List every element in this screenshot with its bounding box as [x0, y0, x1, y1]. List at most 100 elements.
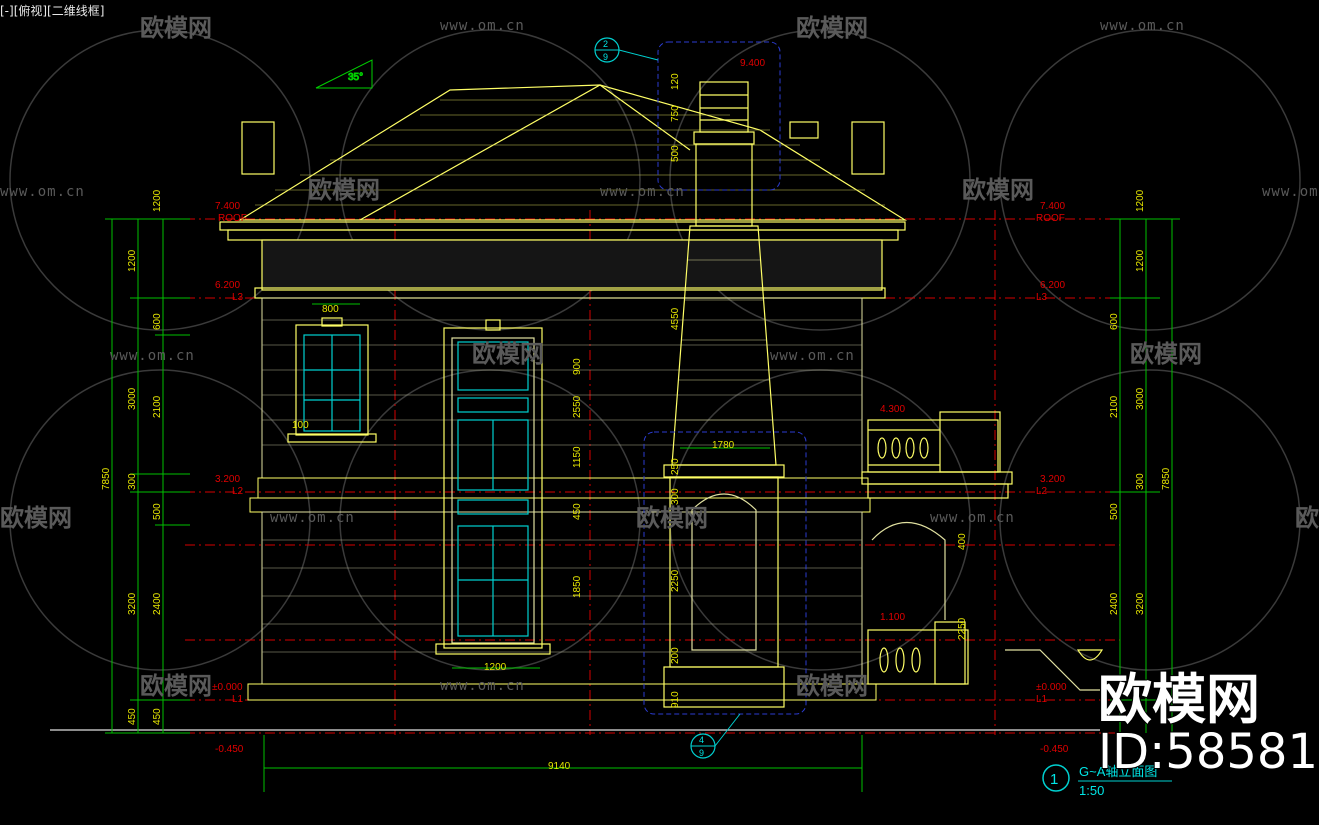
watermark-brand: 欧模网: [1130, 340, 1202, 368]
detail-boxes: [643, 41, 807, 715]
level-value: 7.400: [215, 201, 240, 212]
dim-text: 100: [292, 420, 309, 431]
level-markers-left: 7.400 ROOF 6.200 L3 3.200 L2 ±0.000 L1 -…: [212, 201, 247, 755]
dim-text: 1200: [152, 189, 163, 212]
level-value: ±0.000: [212, 682, 243, 693]
title-number: 1: [1050, 771, 1058, 788]
dim-text: 2100: [1109, 395, 1120, 418]
dim-text: 2250: [957, 617, 968, 640]
cornice: [219, 221, 906, 299]
element-dimension-texts: 800 1200 1780 9140 4550 900 2550 1150 45…: [292, 73, 968, 772]
dim-text: 1850: [572, 575, 583, 598]
brand-overlay: 欧模网 ID:585812: [1097, 667, 1319, 781]
dim-text: 2250: [670, 569, 681, 592]
dim-text: 2400: [152, 592, 163, 615]
right-dimension-texts: 1200 1200 600 2100 3000 300 500 2400 320…: [1109, 189, 1172, 615]
watermark-brand: 欧模网: [140, 14, 212, 42]
watermark-brand: 欧模网: [308, 176, 380, 204]
level-markers-right: 7.400 ROOF 6.200 L3 3.200 L2 ±0.000 L1 -…: [740, 58, 1069, 755]
callout-number: 4: [699, 735, 704, 745]
watermark-brand: 欧模网: [796, 672, 868, 700]
left-dimension-lines: [105, 218, 190, 734]
watermark-url: www.om.cn: [1100, 18, 1185, 34]
callout-sheet: 9: [699, 748, 704, 758]
roof: [237, 84, 908, 221]
dim-text: 4550: [670, 307, 681, 330]
watermark-url: www.om.cn: [110, 348, 195, 364]
level-value: 3.200: [1040, 474, 1065, 485]
balcony-level-value: 4.300: [880, 404, 905, 415]
dim-text: 1150: [572, 446, 583, 468]
right-dimension-lines: [1110, 218, 1180, 733]
dim-text: 300: [1135, 473, 1146, 490]
title-name: G~A轴立面图: [1079, 764, 1157, 779]
slope-indicator: 35°: [315, 59, 373, 89]
dim-text: 400: [957, 533, 968, 550]
dim-text: 1200: [1135, 249, 1146, 272]
bottom-dimension: [263, 303, 863, 792]
detail-callout-bottom[interactable]: 4 9: [690, 713, 741, 759]
dim-text: 500: [1109, 503, 1120, 520]
callout-sheet: 9: [603, 52, 608, 62]
detail-callout-top[interactable]: 2 9: [594, 37, 659, 63]
watermark-url: www.om.cn: [1262, 184, 1319, 200]
watermarks: 欧模网 www.om.cn 欧模网 www.om.cn www.om.cn 欧模…: [0, 14, 1319, 700]
title-scale: 1:50: [1079, 783, 1104, 798]
dim-text: 9140: [548, 761, 571, 772]
left-dimension-texts: 1200 1200 600 2100 3000 300 500 2400 320…: [101, 189, 163, 725]
dim-text: 3200: [127, 592, 138, 615]
dim-text: 200: [670, 647, 681, 664]
level-name: L3: [1036, 292, 1048, 303]
dim-text: 120: [670, 73, 681, 90]
watermark-url: www.om.cn: [440, 18, 525, 34]
watermark-url: www.om.cn: [0, 184, 85, 200]
dim-text: 910: [670, 691, 681, 708]
level-value: -0.450: [215, 744, 244, 755]
dim-text: 1200: [1135, 189, 1146, 212]
watermark-url: www.om.cn: [270, 510, 355, 526]
dim-text: 2550: [572, 395, 583, 418]
dim-text: 3000: [127, 387, 138, 410]
watermark-url: www.om.cn: [770, 348, 855, 364]
watermark-brand: 欧模网: [1295, 504, 1319, 532]
balcony-level-value: 1.100: [880, 612, 905, 623]
dim-text: 300: [670, 488, 681, 505]
dim-text: 3200: [1135, 592, 1146, 615]
dim-text: 450: [572, 503, 583, 520]
level-value: 6.200: [215, 280, 240, 291]
upper-window: [287, 317, 377, 443]
dim-text: 600: [152, 313, 163, 330]
watermark-brand: 欧模网: [0, 504, 72, 532]
dim-text: 450: [152, 708, 163, 725]
dim-text: 800: [322, 304, 339, 315]
watermark-url: www.om.cn: [930, 510, 1015, 526]
central-chimney: [663, 81, 785, 708]
level-value: 6.200: [1040, 280, 1065, 291]
tall-door: [435, 319, 551, 655]
dim-text: 450: [127, 708, 138, 725]
level-value: -0.450: [1040, 744, 1069, 755]
roof-slope-label: 35°: [348, 72, 363, 83]
level-name: L2: [232, 486, 244, 497]
watermark-brand: 欧模网: [962, 176, 1034, 204]
dim-text: 2100: [152, 395, 163, 418]
level-value: 3.200: [215, 474, 240, 485]
dim-text: 750: [670, 105, 681, 122]
level-value: ±0.000: [1036, 682, 1067, 693]
facade-walls: [247, 297, 877, 701]
dim-text: 500: [152, 503, 163, 520]
watermark-brand: 欧模网: [472, 340, 544, 368]
dim-text: 500: [670, 145, 681, 162]
dim-text: 7850: [1161, 467, 1172, 490]
watermark-brand: 欧模网: [636, 504, 708, 532]
drawing-title: 1 G~A轴立面图 1:50: [1042, 764, 1172, 798]
viewport-tab-label[interactable]: [-][俯视][二维线框]: [0, 4, 105, 18]
level-name: L1: [1036, 694, 1048, 705]
balconies: [861, 411, 1104, 691]
watermark-url: www.om.cn: [440, 678, 525, 694]
watermark-brand: 欧模网: [796, 14, 868, 42]
dim-text: 900: [572, 358, 583, 375]
level-value: 7.400: [1040, 201, 1065, 212]
